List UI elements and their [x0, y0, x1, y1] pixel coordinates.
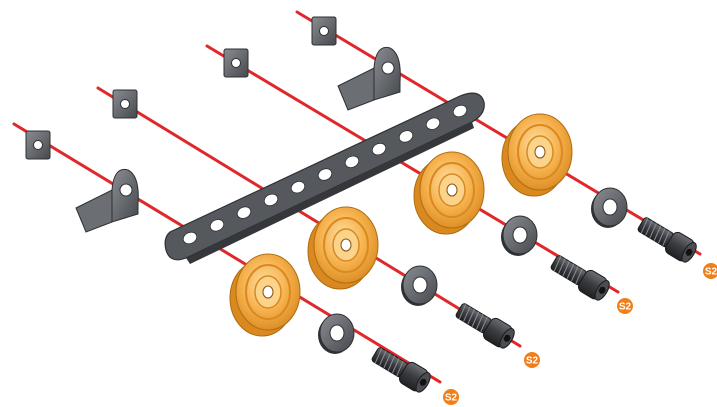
screw-size-badge: S2 [703, 263, 717, 279]
strip-hole [452, 104, 468, 118]
angle-bracket-icon [337, 46, 401, 111]
screw-size-label: S2 [526, 356, 539, 367]
socket-screw-icon [637, 217, 697, 263]
socket-screw-icon [455, 303, 515, 349]
washer-icon [591, 187, 628, 228]
axis-line-1 [12, 122, 442, 384]
pulley-wheel-icon [413, 151, 485, 235]
pulley-wheel-icon [501, 113, 573, 197]
pulley-wheel-icon [229, 253, 301, 337]
strip-hole [425, 117, 441, 130]
strip-hole [317, 168, 333, 181]
strip-hole [290, 181, 306, 194]
screw-size-badge: S2 [443, 389, 459, 405]
strip-hole [398, 130, 414, 143]
washer-icon [318, 313, 355, 354]
strip-hole [263, 193, 279, 207]
screw-size-label: S2 [445, 393, 458, 404]
strip-hole [371, 142, 387, 156]
washer-icon [501, 215, 538, 256]
square-nut-icon [25, 130, 51, 160]
screw-size-label: S2 [619, 302, 632, 313]
socket-screw-icon [550, 255, 610, 301]
screw-size-label: S2 [705, 267, 717, 278]
pulley-group [229, 113, 573, 337]
axis-line-4 [295, 10, 702, 256]
screw-group [371, 217, 697, 393]
angle-bracket-icon [75, 168, 139, 233]
strip-hole [182, 231, 198, 245]
pulley-wheel-icon [307, 206, 379, 290]
axis-line-3 [205, 44, 620, 294]
screw-size-badge: S2 [617, 298, 633, 314]
axis-lines [12, 10, 702, 384]
screw-size-badge: S2 [524, 352, 540, 368]
socket-screw-icon [371, 347, 431, 393]
strip-hole [344, 155, 360, 168]
square-nut-icon [112, 89, 138, 119]
washer-group [318, 187, 628, 354]
axis-line-2 [96, 86, 522, 348]
strip-hole [236, 206, 252, 219]
perforated-strip-icon [164, 92, 485, 264]
strip-hole [209, 219, 225, 232]
square-nut-icon [223, 48, 249, 78]
washer-icon [401, 265, 438, 306]
square-nut-icon [311, 16, 337, 46]
